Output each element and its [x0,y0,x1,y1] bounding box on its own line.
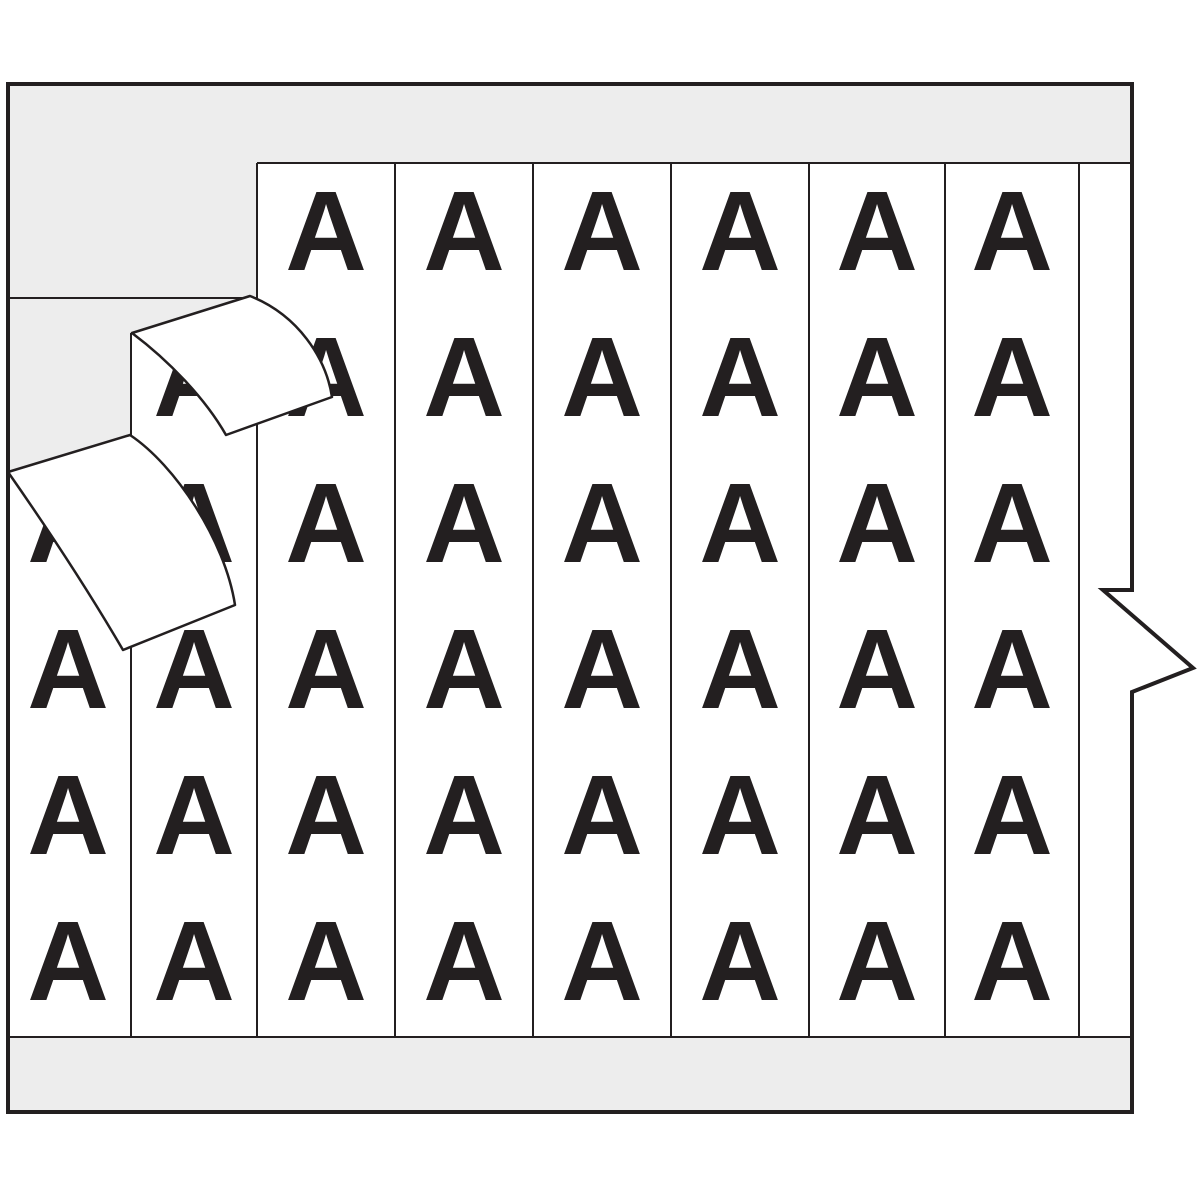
marker-letter: A [971,606,1053,732]
marker-letter: A [423,606,505,732]
marker-letter: A [699,168,781,294]
marker-letter: A [153,752,235,878]
marker-letter: A [561,898,643,1024]
marker-letter: A [699,314,781,440]
marker-letter: A [836,898,918,1024]
marker-letter: A [285,606,367,732]
marker-letter: A [285,752,367,878]
peeled-label-upper [130,294,334,437]
marker-letter: A [423,898,505,1024]
marker-letter: A [699,752,781,878]
marker-letter: A [971,314,1053,440]
marker-letter: A [285,898,367,1024]
marker-letter: A [836,168,918,294]
marker-letter: A [561,314,643,440]
marker-letter: A [836,314,918,440]
marker-letter: A [561,168,643,294]
marker-letter: A [836,606,918,732]
marker-letter: A [699,460,781,586]
marker-letter: A [971,752,1053,878]
marker-letter: A [699,606,781,732]
marker-letter: A [423,752,505,878]
marker-letter: A [561,606,643,732]
card-border [6,82,1197,1114]
marker-letter: A [699,898,781,1024]
die-cut-lines [8,162,1132,1038]
marker-letter: A [971,460,1053,586]
marker-letter: A [561,460,643,586]
marker-letter: A [423,460,505,586]
marker-letter: A [561,752,643,878]
marker-letter: A [285,168,367,294]
marker-letter: A [423,314,505,440]
marker-letter: A [423,168,505,294]
label-strip-area-main [257,163,1193,1037]
marker-letter: A [971,168,1053,294]
marker-letter: A [971,898,1053,1024]
marker-letter: A [153,898,235,1024]
marker-letter: A [27,752,109,878]
marker-letter: A [285,460,367,586]
marker-letter: A [836,460,918,586]
marker-letter: A [27,898,109,1024]
peeled-label-lower [6,433,237,652]
marker-letter: A [836,752,918,878]
marker-letter: A [27,606,109,732]
